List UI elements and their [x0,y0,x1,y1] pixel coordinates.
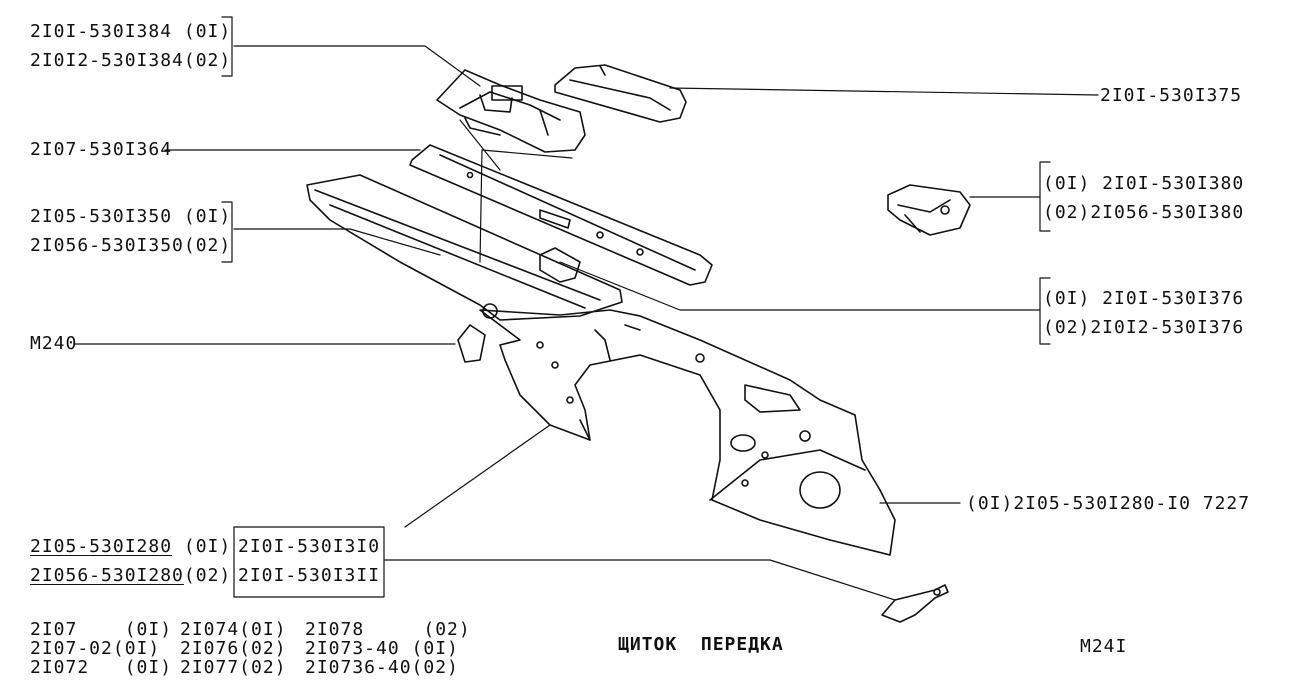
part-2101-530375 [554,64,687,123]
label-02-21056-530380: (02)2I056-530I380 [1043,202,1245,223]
label-m240: M240 [30,333,78,354]
variant-02: (02) [183,565,232,586]
label-21056-530350: 2I056-530I350(02) [30,235,232,256]
label-brackets [221,16,1051,598]
label-2101-530384: 2I0I-530I384 (0I) [30,21,232,42]
part-upper-bracket [436,69,586,153]
page-title: ЩИТОК ПЕРЕДКА [618,634,784,655]
model-cell: 2I076(02) [180,638,287,659]
part-number-2105-530280: 2I05-530I280 [30,536,173,557]
model-cell: 2I078 (02) [305,619,471,640]
model-cell: 2I077(02) [180,657,287,678]
model-cell: 2I072 (0I) [30,657,173,678]
label-2101-530311: 2I0I-530I3II [238,565,381,586]
variant-01: (0I) [172,536,232,557]
label-2105-530350: 2I05-530I350 (0I) [30,206,232,227]
label-01-2101-530376: (0I) 2I0I-530I376 [1043,288,1245,309]
label-01-2105-530280-10: (0I)2I05-530I280-I0 7227 [966,493,1251,514]
model-cell: 2I074(0I) [180,619,287,640]
part-m240-plug [457,324,486,363]
part-2107-530364 [409,144,713,286]
page-code: M24I [1080,636,1128,657]
label-2107-530364: 2I07-530I364 [30,139,173,160]
label-21012-530384: 2I0I2-530I384(02) [30,50,232,71]
part-2101-530310-hook [881,584,949,623]
label-2105-530280: 2I05-530I280 (0I) [30,537,231,557]
part-number-21056-530280: 2I056-530I280 [30,565,184,586]
label-21056-530280: 2I056-530I280(02) [30,566,231,586]
model-cell: 2I073-40 (0I) [305,638,459,659]
label-02-21012-530376: (02)2I0I2-530I376 [1043,317,1245,338]
leader-lines [74,45,1099,601]
label-01-2101-530380: (0I) 2I0I-530I380 [1043,173,1245,194]
part-2101-530380 [887,184,971,236]
part-2105-530350 [306,174,623,321]
label-2101-530310: 2I0I-530I3I0 [238,536,381,557]
part-main-dash-panel [479,309,896,556]
model-cell: 2I07-02(0I) [30,638,161,659]
model-cell: 2I07 (0I) [30,619,173,640]
model-cell: 2I0736-40(02) [305,657,459,678]
label-2101-530375: 2I0I-530I375 [1100,85,1243,106]
